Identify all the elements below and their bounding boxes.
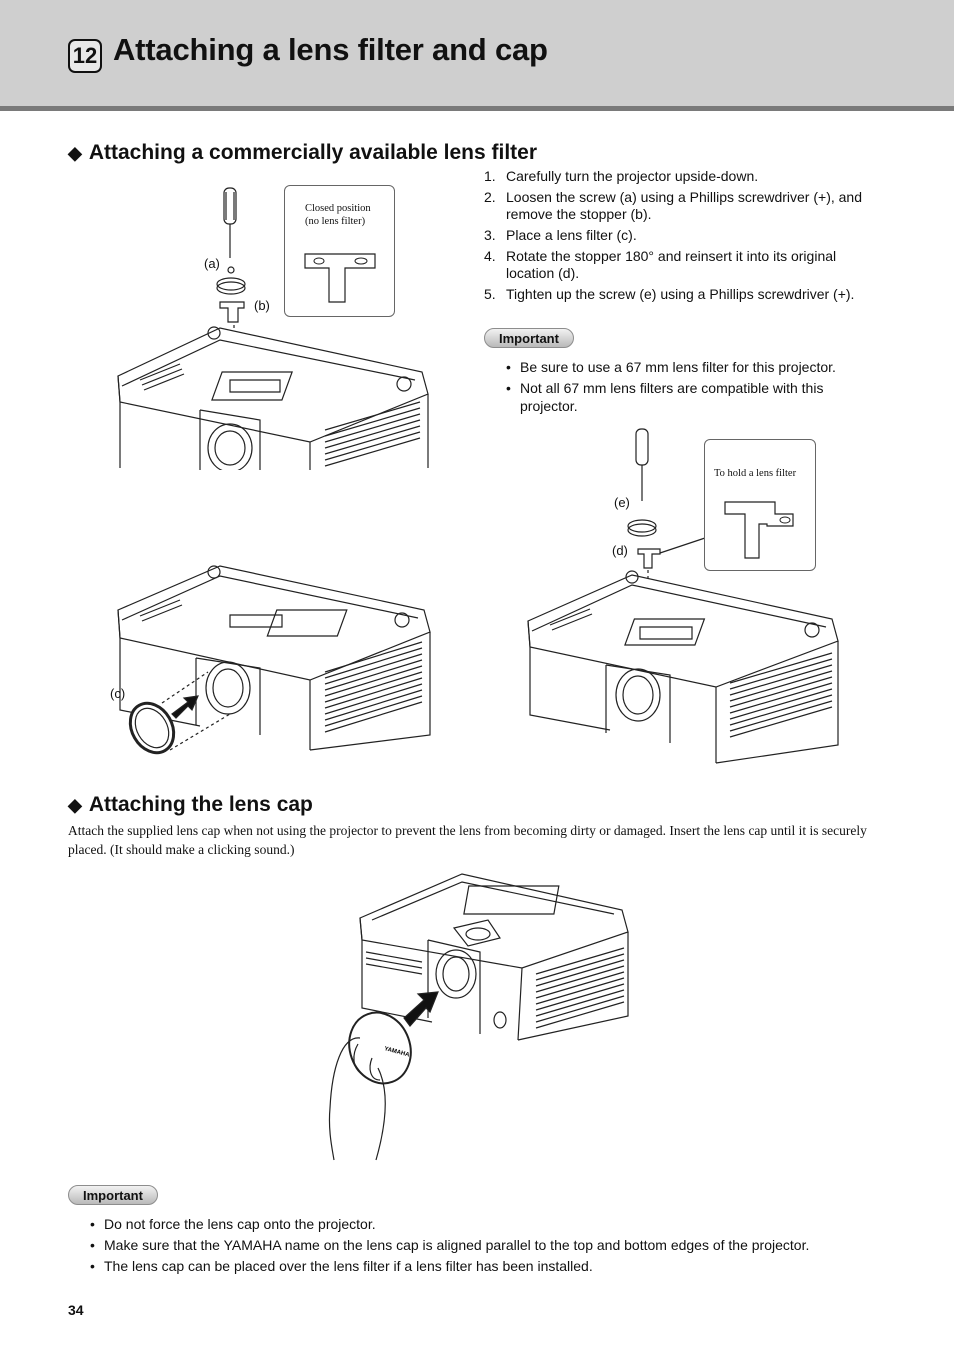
projector-stopper-illustration: [520, 425, 850, 770]
projector-illustration: [110, 180, 440, 470]
section-heading-lens-cap: ◆ Attaching the lens cap: [68, 793, 313, 817]
list-item: Do not force the lens cap onto the proje…: [88, 1215, 888, 1233]
label-c: (c): [110, 686, 126, 701]
figure-place-filter: (c): [110, 560, 440, 765]
step-item: 5.Tighten up the screw (e) using a Phill…: [484, 286, 855, 302]
list-item: Make sure that the YAMAHA name on the le…: [88, 1236, 888, 1254]
page-header: 12 Attaching a lens filter and cap: [0, 0, 954, 111]
section-heading-text: Attaching a commercially available lens …: [88, 141, 538, 164]
important-list-cap: Do not force the lens cap onto the proje…: [88, 1215, 888, 1278]
figure-lens-cap: YAMAHA: [322, 868, 634, 1163]
step-item: 3.Place a lens filter (c).: [484, 227, 637, 243]
step-item: 4.Rotate the stopper 180° and reinsert i…: [484, 248, 837, 281]
step-item: 2.Loosen the screw (a) using a Phillips …: [484, 189, 862, 222]
step-item: 1.Carefully turn the projector upside-do…: [484, 168, 759, 184]
figure-reinsert-stopper: (e) (d) To hold a lens filter: [520, 425, 850, 770]
stopper-open-icon: [705, 440, 817, 572]
page-title: Attaching a lens filter and cap: [113, 32, 548, 67]
diamond-icon: ◆: [68, 143, 82, 163]
steps-list: 1.Carefully turn the projector upside-do…: [484, 168, 884, 307]
diamond-icon: ◆: [68, 795, 82, 815]
page-number: 34: [68, 1302, 84, 1318]
important-list-filter: Be sure to use a 67 mm lens filter for t…: [504, 358, 864, 418]
section-heading-lens-filter: ◆ Attaching a commercially available lens…: [68, 141, 537, 165]
stopper-closed-icon: [285, 186, 396, 318]
projector-filter-illustration: [110, 560, 440, 765]
label-a: (a): [204, 256, 220, 271]
figure-remove-stopper: (a) (b) Closed position (no lens filter): [110, 180, 440, 470]
callout-closed-position: Closed position (no lens filter): [284, 185, 395, 317]
section-heading-text: Attaching the lens cap: [88, 793, 313, 816]
label-e: (e): [614, 495, 630, 510]
lens-cap-description: Attach the supplied lens cap when not us…: [68, 823, 867, 857]
list-item: Be sure to use a 67 mm lens filter for t…: [504, 358, 864, 376]
label-b: (b): [254, 298, 270, 313]
list-item: The lens cap can be placed over the lens…: [88, 1257, 888, 1275]
chapter-number-badge: 12: [68, 39, 102, 73]
list-item: Not all 67 mm lens filters are compatibl…: [504, 379, 864, 415]
label-d: (d): [612, 543, 628, 558]
important-badge: Important: [484, 328, 574, 348]
projector-lens-cap-illustration: YAMAHA: [322, 868, 634, 1163]
important-badge: Important: [68, 1185, 158, 1205]
callout-hold-filter: To hold a lens filter: [704, 439, 816, 571]
